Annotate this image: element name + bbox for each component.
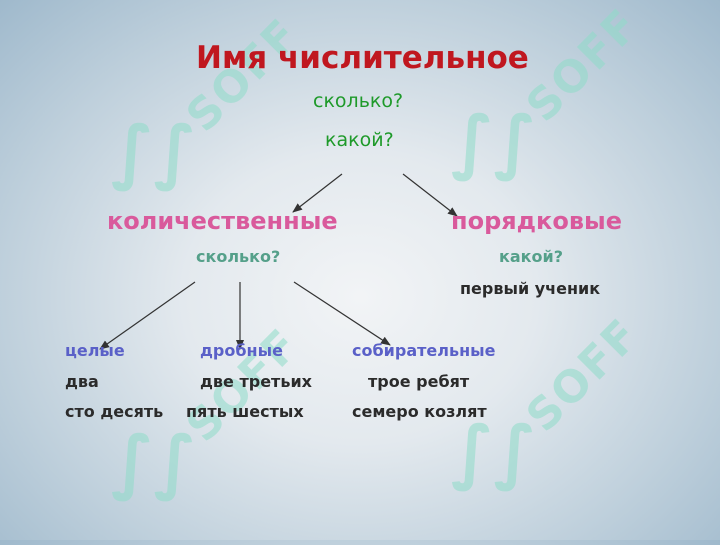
quantitative-question: сколько? (196, 247, 281, 266)
question-how-many: сколько? (313, 90, 404, 112)
example-fractional-1: две третьих (200, 372, 312, 391)
arrow-to-ordinal (402, 173, 458, 217)
watermark-logo: ∫∫SOFF (110, 8, 310, 193)
example-whole-2: сто десять (65, 402, 164, 421)
example-collective-1: трое ребят (368, 372, 470, 391)
watermark-logo: ∫∫SOFF (450, 308, 650, 493)
branch-quantitative: количественные (107, 207, 338, 235)
category-collective: собирательные (352, 341, 496, 360)
example-whole-1: два (65, 372, 99, 391)
watermark-logo: ∫∫SOFF (450, 0, 650, 183)
arrow-to-whole (99, 281, 196, 350)
category-fractional: дробные (200, 341, 283, 360)
arrow-to-collective (293, 281, 391, 346)
question-which: какой? (325, 129, 394, 151)
example-collective-2: семеро козлят (352, 402, 487, 421)
ordinal-question: какой? (499, 247, 563, 266)
example-fractional-2: пять шестых (186, 402, 304, 421)
branch-ordinal: порядковые (451, 207, 622, 235)
category-whole: целые (65, 341, 125, 360)
diagram-title: Имя числительное (196, 40, 529, 76)
ordinal-example: первый ученик (460, 279, 601, 298)
